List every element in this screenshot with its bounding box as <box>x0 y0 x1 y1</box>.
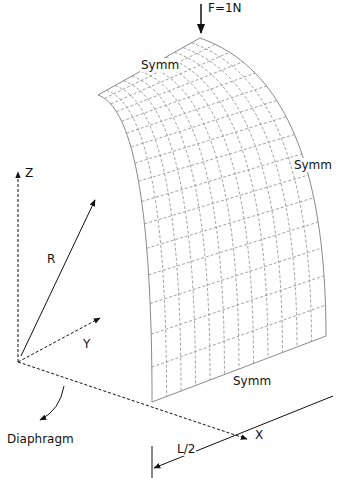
mesh-line <box>183 48 297 348</box>
label: Symm <box>232 374 272 388</box>
mesh-line <box>132 76 210 380</box>
mesh-line <box>98 38 200 95</box>
mesh-line <box>135 117 286 163</box>
x-axis <box>18 362 247 439</box>
mesh-line <box>111 52 230 104</box>
dimension-tick <box>152 446 153 478</box>
shell-mesh <box>98 38 326 402</box>
z-axis <box>18 172 19 362</box>
label: Symm <box>293 158 333 172</box>
mesh-line <box>124 81 196 386</box>
mesh-line <box>175 52 283 352</box>
mesh-line <box>149 222 319 275</box>
label: Y <box>82 337 91 351</box>
label: Symm <box>140 58 180 72</box>
label: X <box>254 428 264 442</box>
diaphragm-arrow <box>40 386 64 420</box>
mesh-line <box>127 86 267 133</box>
mesh-line <box>139 135 295 182</box>
mesh-line <box>144 175 308 224</box>
mesh-line <box>131 101 277 148</box>
label: F=1N <box>207 1 243 15</box>
mesh-line <box>158 62 254 364</box>
radius-arrow <box>21 200 95 356</box>
mesh-line <box>147 198 314 249</box>
mesh-line <box>200 38 326 336</box>
label: Z <box>24 166 34 180</box>
force-arrow <box>200 4 202 33</box>
mesh-line <box>152 305 326 367</box>
mesh-line <box>152 336 326 402</box>
y-axis <box>18 318 100 362</box>
mesh-line <box>105 44 216 98</box>
mesh-line <box>107 90 167 396</box>
mesh-line <box>98 95 152 402</box>
label: Diaphragm <box>6 432 75 446</box>
mesh-line <box>151 276 324 334</box>
dimension-line <box>154 396 333 468</box>
mesh-line <box>122 73 256 121</box>
mesh-line <box>142 154 302 202</box>
mesh-line <box>141 71 225 374</box>
mesh-line <box>150 248 322 303</box>
label: L/2 <box>176 442 196 456</box>
label: R <box>46 252 56 266</box>
mesh-line <box>166 57 268 358</box>
mesh-line <box>115 86 181 392</box>
